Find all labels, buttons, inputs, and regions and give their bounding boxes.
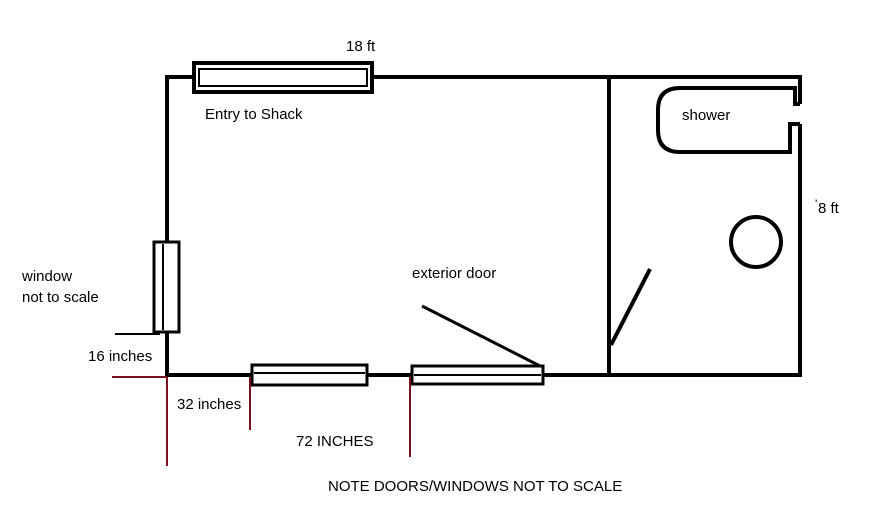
shower-fixture xyxy=(656,86,800,154)
entry-opening-inner xyxy=(198,68,368,87)
window-label-line1: window xyxy=(22,268,73,285)
left-offset-label: 16 inches xyxy=(88,348,153,365)
exterior-door-swing xyxy=(421,304,541,368)
shower-label: shower xyxy=(682,107,731,124)
toilet-fixture xyxy=(729,215,783,269)
right-dimension-label: 8 ft xyxy=(818,200,839,217)
entry-label: Entry to Shack xyxy=(205,106,303,123)
top-dimension-label: 18 ft xyxy=(346,38,376,55)
scale-note: NOTE DOORS/WINDOWS NOT TO SCALE xyxy=(328,478,623,495)
bottom-window xyxy=(250,363,369,387)
left-window xyxy=(152,240,181,334)
offset-32-label: 32 inches xyxy=(177,396,242,413)
exterior-door-label: exterior door xyxy=(412,265,497,282)
right-dimension-mark: ' xyxy=(815,197,818,211)
outer-wall xyxy=(165,75,802,377)
bathroom-door-swing xyxy=(609,268,652,346)
window-label-line2: not to scale xyxy=(22,289,99,306)
offset-72-label: 72 INCHES xyxy=(296,433,374,450)
